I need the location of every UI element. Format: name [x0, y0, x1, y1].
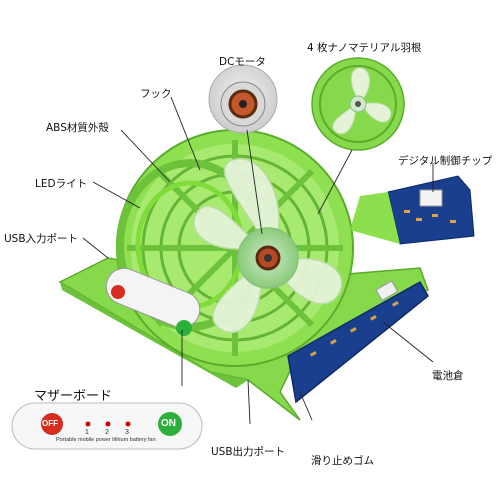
fan-blades — [193, 157, 343, 334]
pcb-board — [287, 280, 429, 404]
leader-lines — [82, 96, 434, 425]
board-caption: Portable mobile power lithium battery fa… — [56, 437, 156, 443]
board-speed-2: 2 — [105, 429, 109, 436]
label-battery: 電池倉 — [432, 370, 464, 382]
front-panel — [105, 267, 201, 336]
control-chip-board — [350, 175, 475, 245]
board-speed-3: 3 — [125, 429, 129, 436]
board-speed-1: 1 — [85, 429, 89, 436]
label-digital-chip: デジタル制御チップ — [398, 155, 493, 167]
board-on-label: ON — [161, 418, 176, 429]
label-non-slip: 滑り止めゴム — [311, 455, 374, 467]
label-abs-shell: ABS材質外殻 — [46, 122, 109, 134]
label-led-light: LEDライト — [35, 178, 88, 190]
motherboard-callout — [11, 402, 203, 450]
fan-hub — [237, 227, 299, 289]
label-blades: 4 枚ナノマテリアル羽根 — [307, 42, 422, 54]
label-dc-motor: DCモータ — [219, 56, 266, 68]
board-off-label: OFF — [42, 419, 58, 428]
label-usb-input: USB入力ポート — [4, 233, 79, 245]
dc-motor-zoom — [208, 64, 278, 134]
label-usb-output: USB出力ポート — [211, 446, 286, 458]
blade-zoom — [311, 57, 405, 151]
label-motherboard: マザーボード — [34, 389, 113, 404]
label-hook: フック — [140, 88, 172, 100]
